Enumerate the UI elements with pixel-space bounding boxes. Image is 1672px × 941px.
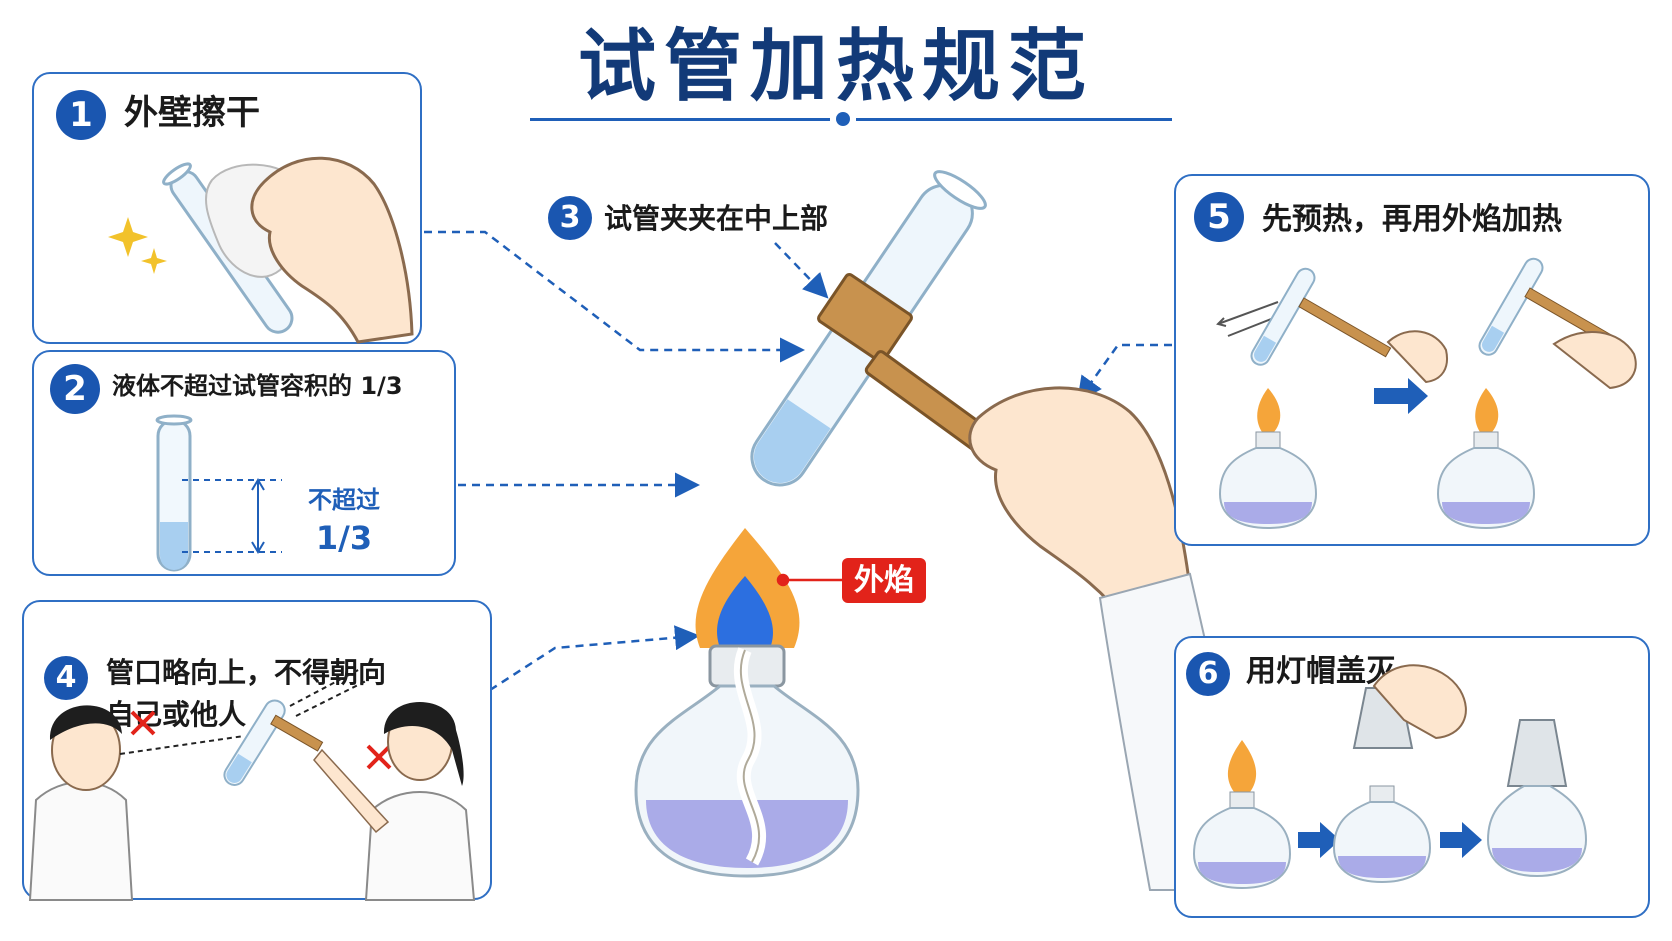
- preheat-lamp-left: [1218, 267, 1448, 530]
- measure-guide: [182, 478, 282, 554]
- page-title: 试管加热规范: [577, 22, 1094, 112]
- title-dot: [836, 112, 850, 126]
- step-number-5: 5: [1194, 192, 1244, 242]
- person-right-icon: [313, 701, 476, 901]
- alcohol-lamp-icon: [634, 644, 860, 878]
- step-label-2: 液体不超过试管容积的 1/3: [112, 372, 403, 400]
- sparkle-icon: [108, 217, 167, 274]
- next-arrow-icon: [1298, 822, 1340, 858]
- capped-lamp-icon: [1486, 719, 1588, 878]
- wipe-illustration: [108, 156, 414, 344]
- dashed-direction-arrows: [119, 667, 369, 755]
- step-label-5: 先预热，再用外焰加热: [1262, 202, 1562, 237]
- extinguish-illustration: [1192, 664, 1588, 890]
- volume-illustration: [155, 414, 282, 572]
- title-rule-left: [530, 118, 830, 121]
- arrow-step4: [489, 625, 700, 692]
- flame-pointer: [776, 573, 842, 587]
- next-arrow-icon: [1440, 822, 1482, 858]
- arrow-step5: [1077, 343, 1172, 403]
- test-tube-icon: [155, 414, 193, 572]
- clamp-icon: [270, 714, 324, 752]
- direction-illustration: [28, 667, 476, 901]
- step-label-6: 用灯帽盖灭: [1246, 654, 1396, 689]
- preheat-illustration: [1216, 257, 1637, 530]
- step-number-3: 3: [548, 196, 592, 240]
- cross-icon: [130, 710, 392, 770]
- outer-flame-label: 外焰: [842, 558, 926, 603]
- step-label-4-line2: 自己或他人: [106, 698, 247, 731]
- step-label-1: 外壁擦干: [124, 93, 260, 133]
- lit-lamp-icon: [1192, 740, 1292, 890]
- arrow-step3: [774, 242, 829, 299]
- hand-icon: [250, 156, 414, 344]
- volume-note-line2: 1/3: [315, 519, 373, 557]
- arrow-step1: [424, 230, 805, 363]
- step-number-4: 4: [44, 656, 88, 700]
- volume-note-line1: 不超过: [308, 486, 380, 514]
- test-tube-icon: [223, 699, 286, 786]
- step-card-2: [32, 350, 456, 576]
- step-number-2: 2: [50, 364, 100, 414]
- title-rule-right: [856, 118, 1172, 121]
- capping-lamp-icon: [1332, 664, 1467, 884]
- step-label-3: 试管夹夹在中上部: [604, 202, 829, 235]
- step-number-6: 6: [1186, 652, 1230, 696]
- step-label-4-line1: 管口略向上，不得朝向: [106, 656, 387, 689]
- flame-icon: [695, 528, 800, 648]
- step-number-1: 1: [56, 90, 106, 140]
- preheat-lamp-right: [1436, 257, 1637, 530]
- next-arrow-icon: [1374, 378, 1428, 414]
- person-left-icon: [28, 705, 134, 901]
